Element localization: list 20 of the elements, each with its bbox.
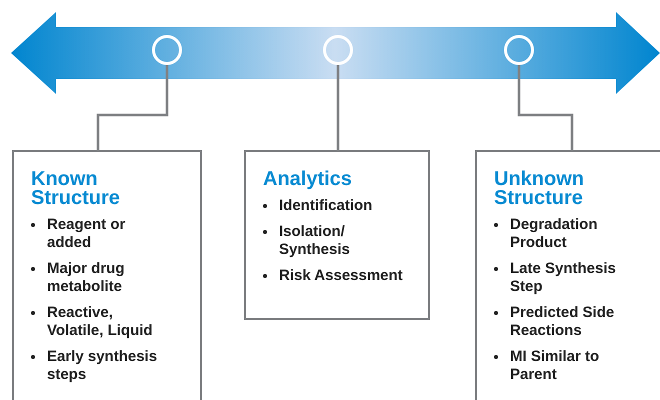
box-heading: Known Structure bbox=[31, 170, 121, 208]
list-item: Reagent or added bbox=[47, 216, 126, 252]
list-item: Predicted Side Reactions bbox=[510, 304, 616, 340]
category-box bbox=[244, 150, 430, 320]
box-heading: Analytics bbox=[263, 170, 353, 189]
list-item: Early synthesis steps bbox=[47, 348, 158, 384]
connector-line bbox=[96, 65, 168, 150]
list-item: Isolation/ Synthesis bbox=[279, 223, 351, 259]
category-box bbox=[475, 150, 660, 400]
list-item: Degradation Product bbox=[510, 216, 599, 252]
connector-line bbox=[336, 65, 340, 150]
list-item: Risk Assessment bbox=[279, 267, 403, 285]
list-item: Late Synthesis Step bbox=[510, 260, 617, 296]
list-item: Reactive, Volatile, Liquid bbox=[47, 304, 154, 340]
category-box bbox=[12, 150, 202, 400]
list-item: MI Similar to Parent bbox=[510, 348, 600, 384]
box-heading: Unknown Structure bbox=[494, 170, 585, 208]
list-item: Identification bbox=[279, 197, 374, 215]
connector-line bbox=[518, 65, 574, 150]
list-item: Major drug metabolite bbox=[47, 260, 126, 296]
